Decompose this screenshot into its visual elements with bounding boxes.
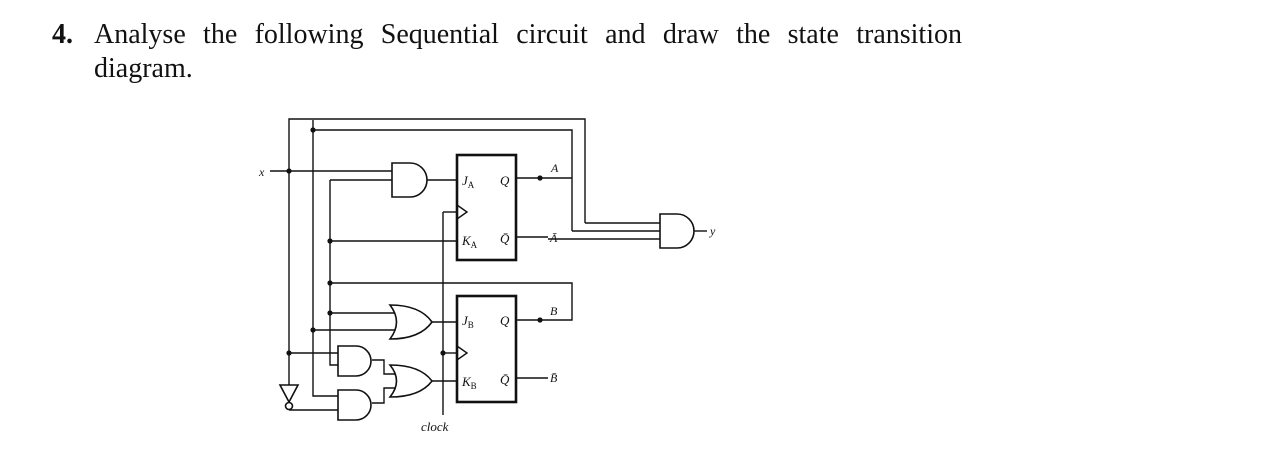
signal-a-bar-label: Ā xyxy=(549,231,558,245)
wire-junctions xyxy=(286,127,543,356)
input-x-label: x xyxy=(258,165,265,179)
or-gate-kb xyxy=(388,364,434,398)
inverter-x xyxy=(278,384,300,411)
signal-b-label: B xyxy=(550,304,558,318)
circuit-wires xyxy=(270,118,707,415)
or-gate-jb xyxy=(388,304,433,340)
ff-b-k-label: KB xyxy=(461,374,477,391)
ff-b-q-label: Q xyxy=(500,313,510,328)
and-gate-output-y xyxy=(659,213,695,249)
ff-b-qbar-label: Q̄ xyxy=(500,372,510,387)
ff-a-k-label: KA xyxy=(461,233,478,250)
question-text: Analyse the following Sequential circuit… xyxy=(94,19,962,84)
clock-label: clock xyxy=(421,419,449,434)
and-gate-kb-top xyxy=(337,345,372,377)
jk-flipflop-a: JA KA Q Q̄ xyxy=(455,153,518,262)
and-gate-kb-bottom xyxy=(337,389,372,421)
jk-flipflop-b: JB KB Q Q̄ xyxy=(455,294,518,404)
output-y-label: y xyxy=(709,224,716,238)
signal-a-label: A xyxy=(550,161,559,175)
question-number: 4. xyxy=(52,19,73,50)
ff-a-j-label: JA xyxy=(462,173,475,190)
ff-a-qbar-label: Q̄ xyxy=(500,231,510,246)
ff-a-q-label: Q xyxy=(500,173,510,188)
signal-b-bar-label: B̄ xyxy=(550,371,558,385)
and-gate-ja xyxy=(391,162,428,198)
ff-b-j-label: JB xyxy=(462,313,474,330)
